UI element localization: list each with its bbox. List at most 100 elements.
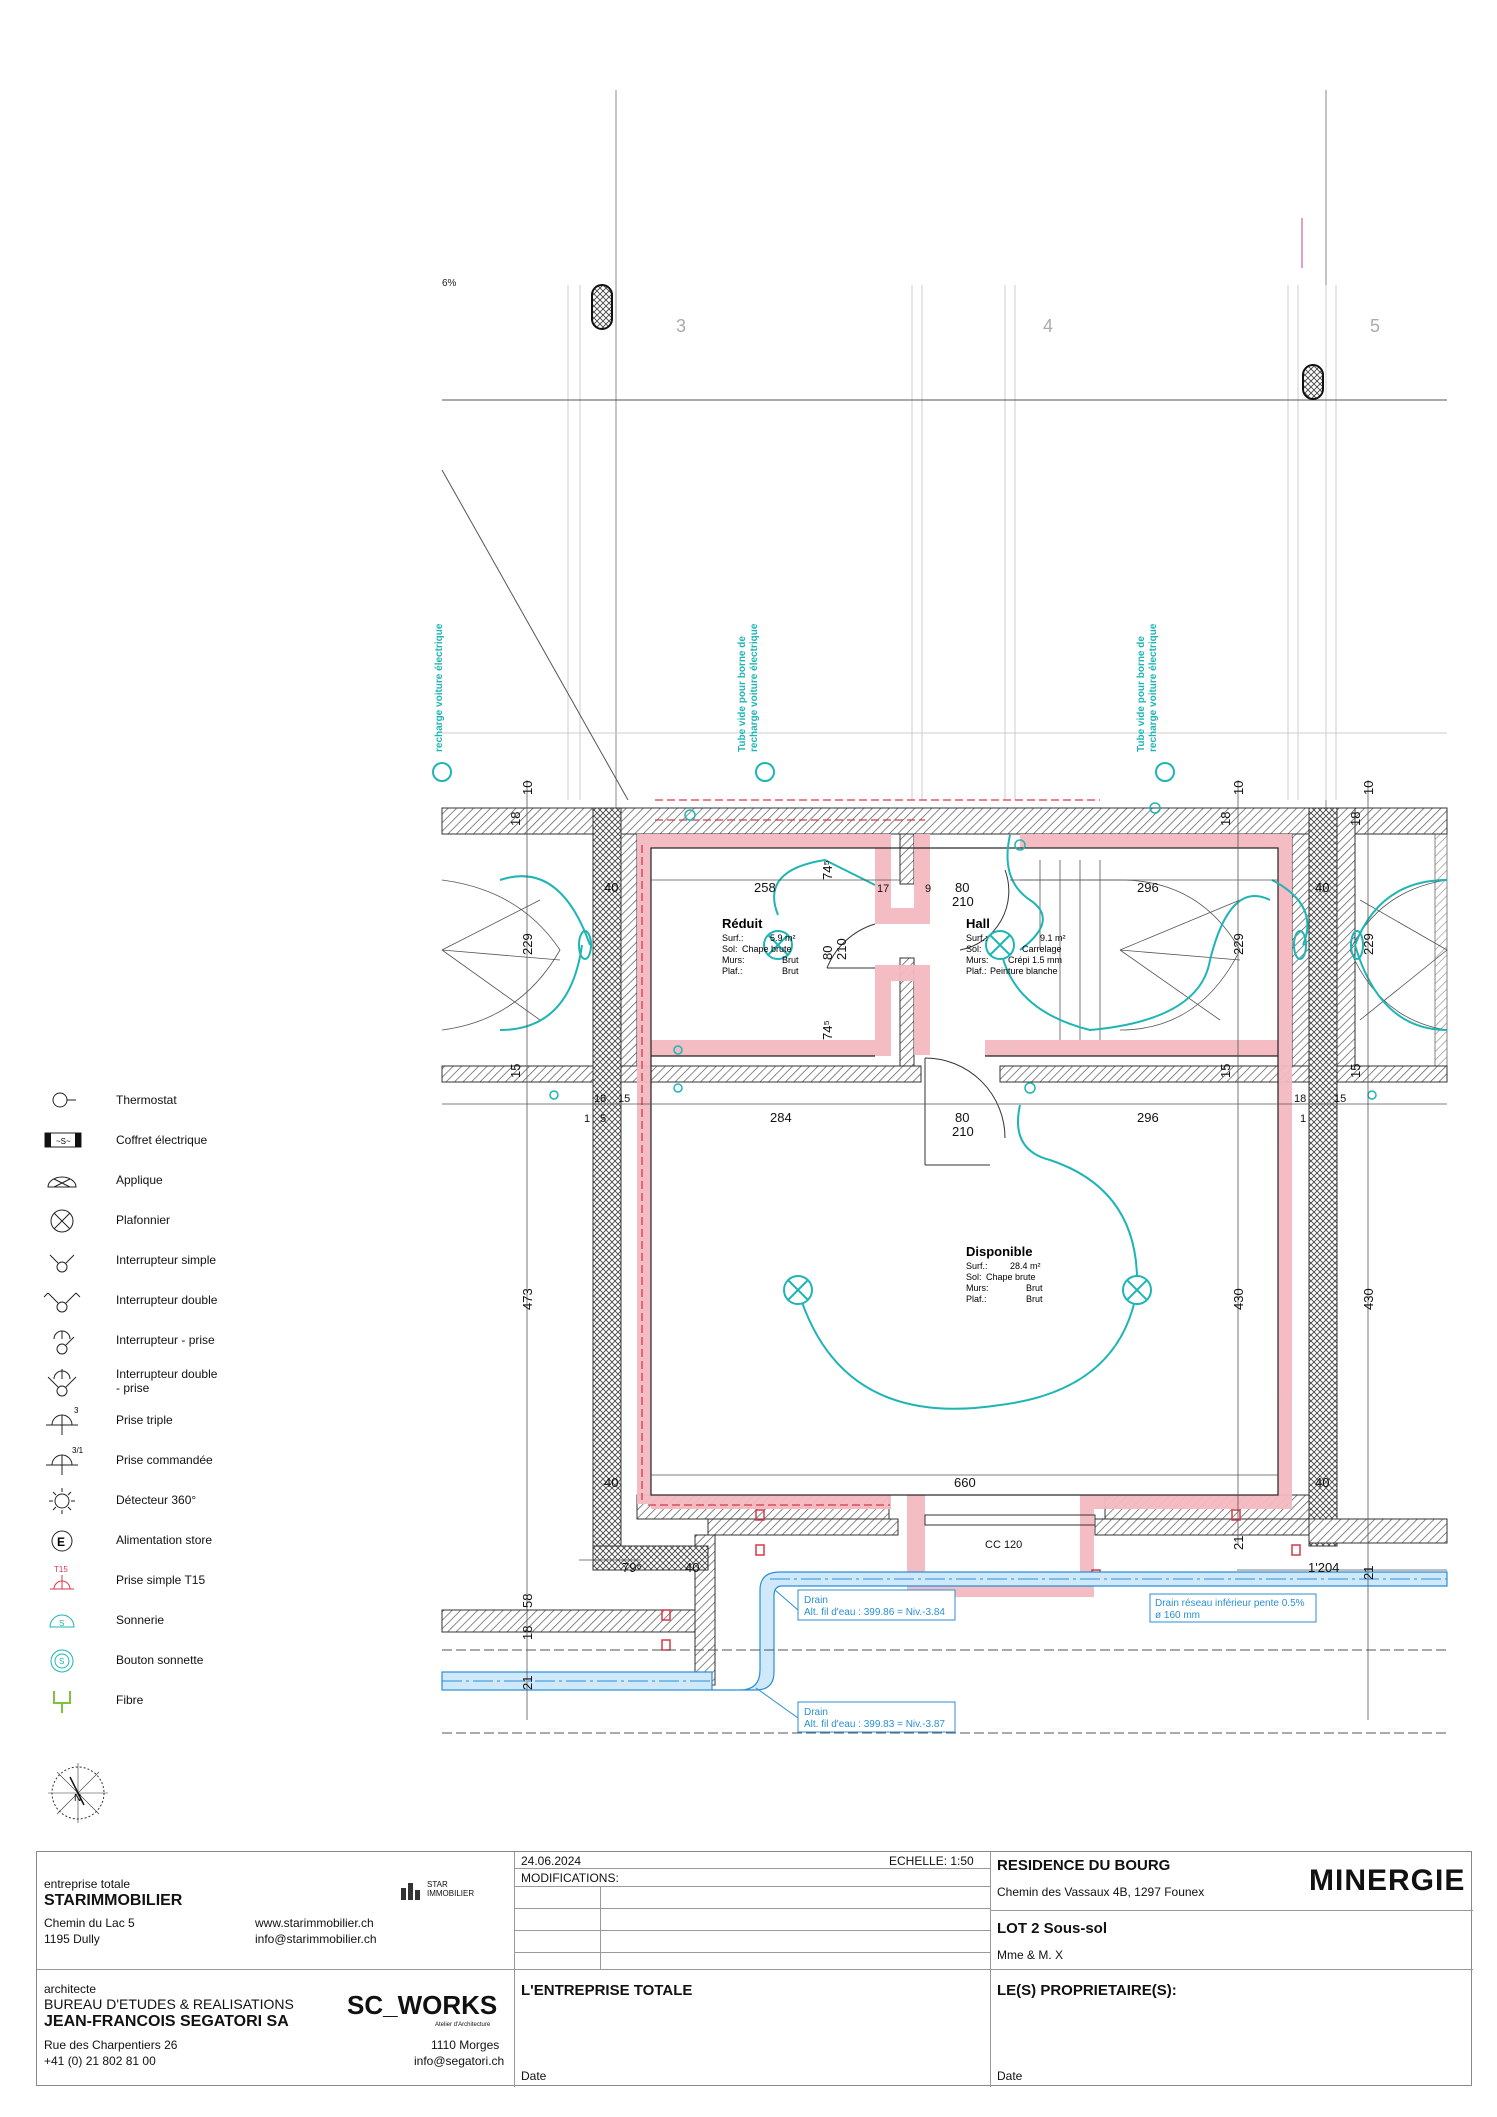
thermostat-icon <box>52 1092 76 1108</box>
ev-outlet-icon <box>1155 762 1175 782</box>
dim-label: 40 <box>604 1475 618 1490</box>
bell-button-icon: S <box>50 1649 74 1673</box>
dim-label: 74⁵ <box>820 1020 835 1040</box>
dim-label: 40 <box>685 1560 699 1575</box>
contractor-city: 1195 Dully <box>44 1932 100 1946</box>
ev-tube-markers: Tube vide pour borne de recharge voiture… <box>434 623 1159 752</box>
dim-label: 74⁵ <box>820 860 835 880</box>
dim-label: 80 <box>955 1110 969 1125</box>
doors <box>826 869 1096 1526</box>
project-name: RESIDENCE DU BOURG <box>997 1857 1171 1874</box>
grid-lines <box>441 90 1447 820</box>
dim-label: 21 <box>520 1676 535 1690</box>
room-murs: Brut <box>1026 1283 1043 1293</box>
dim-label: 284 <box>770 1110 792 1125</box>
dim-label: 9 <box>925 883 931 895</box>
dim-label: 5 <box>600 1113 606 1125</box>
ev-tube-label-4: recharge voiture électrique <box>1148 623 1159 752</box>
svg-text:~S~: ~S~ <box>56 1137 71 1146</box>
switch-socket-icon <box>53 1330 75 1355</box>
ev-tube-label-5: recharge voiture électrique <box>434 623 445 752</box>
dim-label: 210 <box>952 1124 974 1139</box>
contractor-logo-line-1: STAR <box>427 1880 448 1889</box>
drawing-scale: ECHELLE: 1:50 <box>889 1854 974 1868</box>
triple-socket-icon: 3 <box>46 1406 79 1435</box>
contractor-signature-label: L'ENTREPRISE TOTALE <box>521 1982 693 1999</box>
dim-label: 1 <box>584 1113 590 1125</box>
legend-mark: 3 <box>74 1406 79 1415</box>
drain-centerline <box>442 1578 1447 1682</box>
legend-label: Thermostat <box>116 1093 177 1107</box>
room-plaf: Brut <box>782 966 799 976</box>
architect-address: Rue des Charpentiers 26 <box>44 2038 178 2052</box>
owners-date-label: Date <box>997 2069 1023 2083</box>
owners-signature-label: LE(S) PROPRIETAIRE(S): <box>997 1982 1177 1999</box>
dim-label: 15 <box>508 1064 523 1078</box>
drain-2-text: Alt. fil d'eau : 399.83 = Niv.-3.87 <box>804 1719 945 1730</box>
legend-label: Sonnerie <box>116 1613 165 1627</box>
legend-item: E Alimentation store <box>40 1525 280 1559</box>
legend-mark: E <box>57 1535 65 1549</box>
room-field-label: Murs: <box>966 955 989 965</box>
drawing-date: 24.06.2024 <box>521 1854 582 1868</box>
electrical-box-icon: ~S~ <box>44 1132 82 1148</box>
dim-label: 258 <box>754 880 776 895</box>
dim-label: 1'204 <box>1308 1560 1339 1575</box>
drain-1-text: Alt. fil d'eau : 399.86 = Niv.-3.84 <box>804 1607 945 1618</box>
dim-label: 15 <box>1218 1064 1233 1078</box>
dim-label: 18 <box>594 1093 606 1105</box>
dim-label: 18 <box>1218 812 1233 826</box>
dimension-lines <box>442 780 1447 1720</box>
room-field-label: Murs: <box>722 955 745 965</box>
room-murs: Brut <box>782 955 799 965</box>
bell-icon: S <box>49 1614 75 1628</box>
wall-light-icon <box>47 1176 77 1188</box>
project-address: Chemin des Vassaux 4B, 1297 Founex <box>997 1885 1205 1899</box>
contractor-date-label: Date <box>521 2069 547 2083</box>
room-surf: 9.1 m² <box>1040 933 1066 943</box>
legend-label: Bouton sonnette <box>116 1653 204 1667</box>
dim-label: 15 <box>1334 1093 1346 1105</box>
dim-label: 10 <box>520 781 535 795</box>
contractor-email: info@starimmobilier.ch <box>255 1932 377 1946</box>
dim-label: 10 <box>1361 781 1376 795</box>
legend-label: Interrupteur - prise <box>116 1333 215 1347</box>
grid-label-3: 3 <box>676 316 686 336</box>
contractor-role: entreprise totale <box>44 1877 131 1891</box>
dim-label: 430 <box>1361 1288 1376 1310</box>
cc-box <box>980 1532 1024 1556</box>
room-hall: Hall Surf.: 9.1 m² Sol: Carrelage Murs: … <box>966 916 1066 976</box>
dim-label: 430 <box>1231 1288 1246 1310</box>
ceiling-light-icons <box>763 930 1152 1305</box>
drain-1-title: Drain <box>804 1595 828 1606</box>
legend-label: Applique <box>116 1173 163 1187</box>
dim-label: 473 <box>520 1288 535 1310</box>
drain-annotation-1: Drain Alt. fil d'eau : 399.86 = Niv.-3.8… <box>774 1589 956 1621</box>
room-name: Disponible <box>966 1244 1032 1259</box>
dim-label: 210 <box>834 938 849 960</box>
legend-item: Interrupteur double <box>40 1285 280 1319</box>
legend-item: Applique <box>40 1165 280 1199</box>
red-edge-lines <box>641 799 1100 1506</box>
contractor-name: STARIMMOBILIER <box>44 1892 183 1909</box>
room-plaf: Brut <box>1026 1294 1043 1304</box>
legend-item: Interrupteur - prise <box>40 1325 280 1359</box>
drain-3-title: Drain réseau inférieur pente 0.5% <box>1155 1598 1305 1609</box>
dim-label: 296 <box>1137 1110 1159 1125</box>
legend-label: Prise commandée <box>116 1453 213 1467</box>
dim-label: 18 <box>1294 1093 1306 1105</box>
legend-item: Interrupteur double - prise <box>40 1365 280 1399</box>
ev-tube-label-2: recharge voiture électrique <box>749 623 760 752</box>
legend-label: Fibre <box>116 1693 144 1707</box>
sc-works-logo-subtitle: Atelier d'Architecture <box>435 2022 491 2028</box>
double-switch-socket-icon <box>47 1369 77 1397</box>
architect-phone: +41 (0) 21 802 81 00 <box>44 2054 156 2068</box>
legend-label: Interrupteur double <box>116 1293 218 1307</box>
contractor-website: www.starimmobilier.ch <box>255 1916 374 1930</box>
room-plaf: Peinture blanche <box>990 966 1058 976</box>
room-field-label: Sol: <box>722 944 738 954</box>
architect-role: architecte <box>44 1982 97 1996</box>
legend-item: Thermostat <box>40 1085 280 1119</box>
architect-name-2: JEAN-FRANCOIS SEGATORI SA <box>44 2013 289 2030</box>
dim-label: 15 <box>618 1093 630 1105</box>
